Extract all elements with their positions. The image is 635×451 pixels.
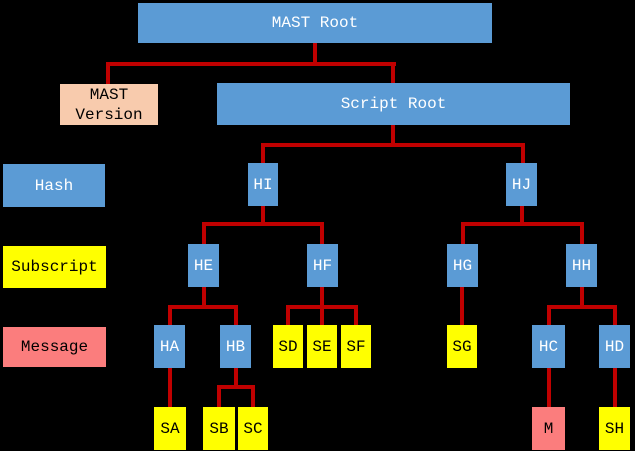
- edge-hj-bar: [461, 222, 584, 226]
- node-hh: HH: [566, 244, 597, 287]
- edge-scriptroot-drop: [391, 125, 395, 147]
- node-script-root: Script Root: [217, 83, 570, 125]
- edge-hf-to-sd: [286, 305, 290, 325]
- edge-root-to-scriptroot: [391, 62, 395, 83]
- node-hi: HI: [248, 163, 278, 206]
- edge-root-split-bar: [106, 62, 396, 66]
- node-hg: HG: [447, 244, 478, 287]
- node-sc: SC: [238, 407, 268, 450]
- edge-he-to-ha: [168, 305, 172, 325]
- edge-hf-to-se: [320, 305, 324, 325]
- edge-ha-to-sa: [168, 368, 172, 407]
- node-legend-subscript: Subscript: [3, 246, 106, 288]
- edge-hb-bar: [217, 385, 255, 389]
- node-hd: HD: [599, 325, 630, 368]
- edge-hh-drop: [580, 287, 584, 309]
- edge-hf-to-sf: [354, 305, 358, 325]
- edge-scriptroot-bar: [261, 143, 525, 147]
- edge-he-to-hb: [234, 305, 238, 325]
- node-sf: SF: [341, 325, 371, 368]
- edge-hi-to-he: [202, 222, 206, 244]
- node-hj: HJ: [506, 163, 537, 206]
- edge-hh-bar: [547, 305, 617, 309]
- edge-hb-drop: [234, 368, 238, 389]
- edge-hb-to-sc: [251, 385, 255, 407]
- edge-hh-to-hc: [547, 305, 551, 325]
- edge-scriptroot-to-hi: [261, 143, 265, 163]
- edge-hj-to-hh: [580, 222, 584, 244]
- edge-hi-to-hf: [320, 222, 324, 244]
- node-legend-hash: Hash: [3, 164, 105, 207]
- node-sd: SD: [273, 325, 303, 368]
- node-sb: SB: [203, 407, 235, 450]
- node-legend-message: Message: [3, 327, 106, 367]
- node-ha: HA: [154, 325, 185, 368]
- node-hf: HF: [307, 244, 338, 287]
- node-sg: SG: [447, 325, 477, 368]
- edge-hj-to-hg: [461, 222, 465, 244]
- edge-hd-to-sh: [613, 368, 617, 407]
- node-mast-root: MAST Root: [138, 3, 492, 43]
- node-sh: SH: [599, 407, 630, 450]
- edge-scriptroot-to-hj: [521, 143, 525, 163]
- edge-hi-bar: [202, 222, 324, 226]
- edge-he-drop: [202, 287, 206, 309]
- edge-root-drop: [313, 43, 317, 66]
- edge-hf-drop: [320, 287, 324, 309]
- edge-hj-drop: [520, 206, 524, 226]
- node-hb: HB: [220, 325, 251, 368]
- node-hc: HC: [532, 325, 565, 368]
- edge-hb-to-sb: [217, 385, 221, 407]
- node-he: HE: [188, 244, 219, 287]
- edge-hi-drop: [261, 206, 265, 226]
- edge-he-bar: [168, 305, 238, 309]
- node-m: M: [532, 407, 565, 450]
- node-sa: SA: [154, 407, 186, 450]
- edge-root-to-version: [106, 62, 110, 84]
- node-mast-version: MAST Version: [60, 84, 158, 125]
- edge-hc-to-m: [547, 368, 551, 407]
- edge-hg-to-sg: [460, 287, 464, 325]
- node-se: SE: [307, 325, 337, 368]
- edge-hh-to-hd: [613, 305, 617, 325]
